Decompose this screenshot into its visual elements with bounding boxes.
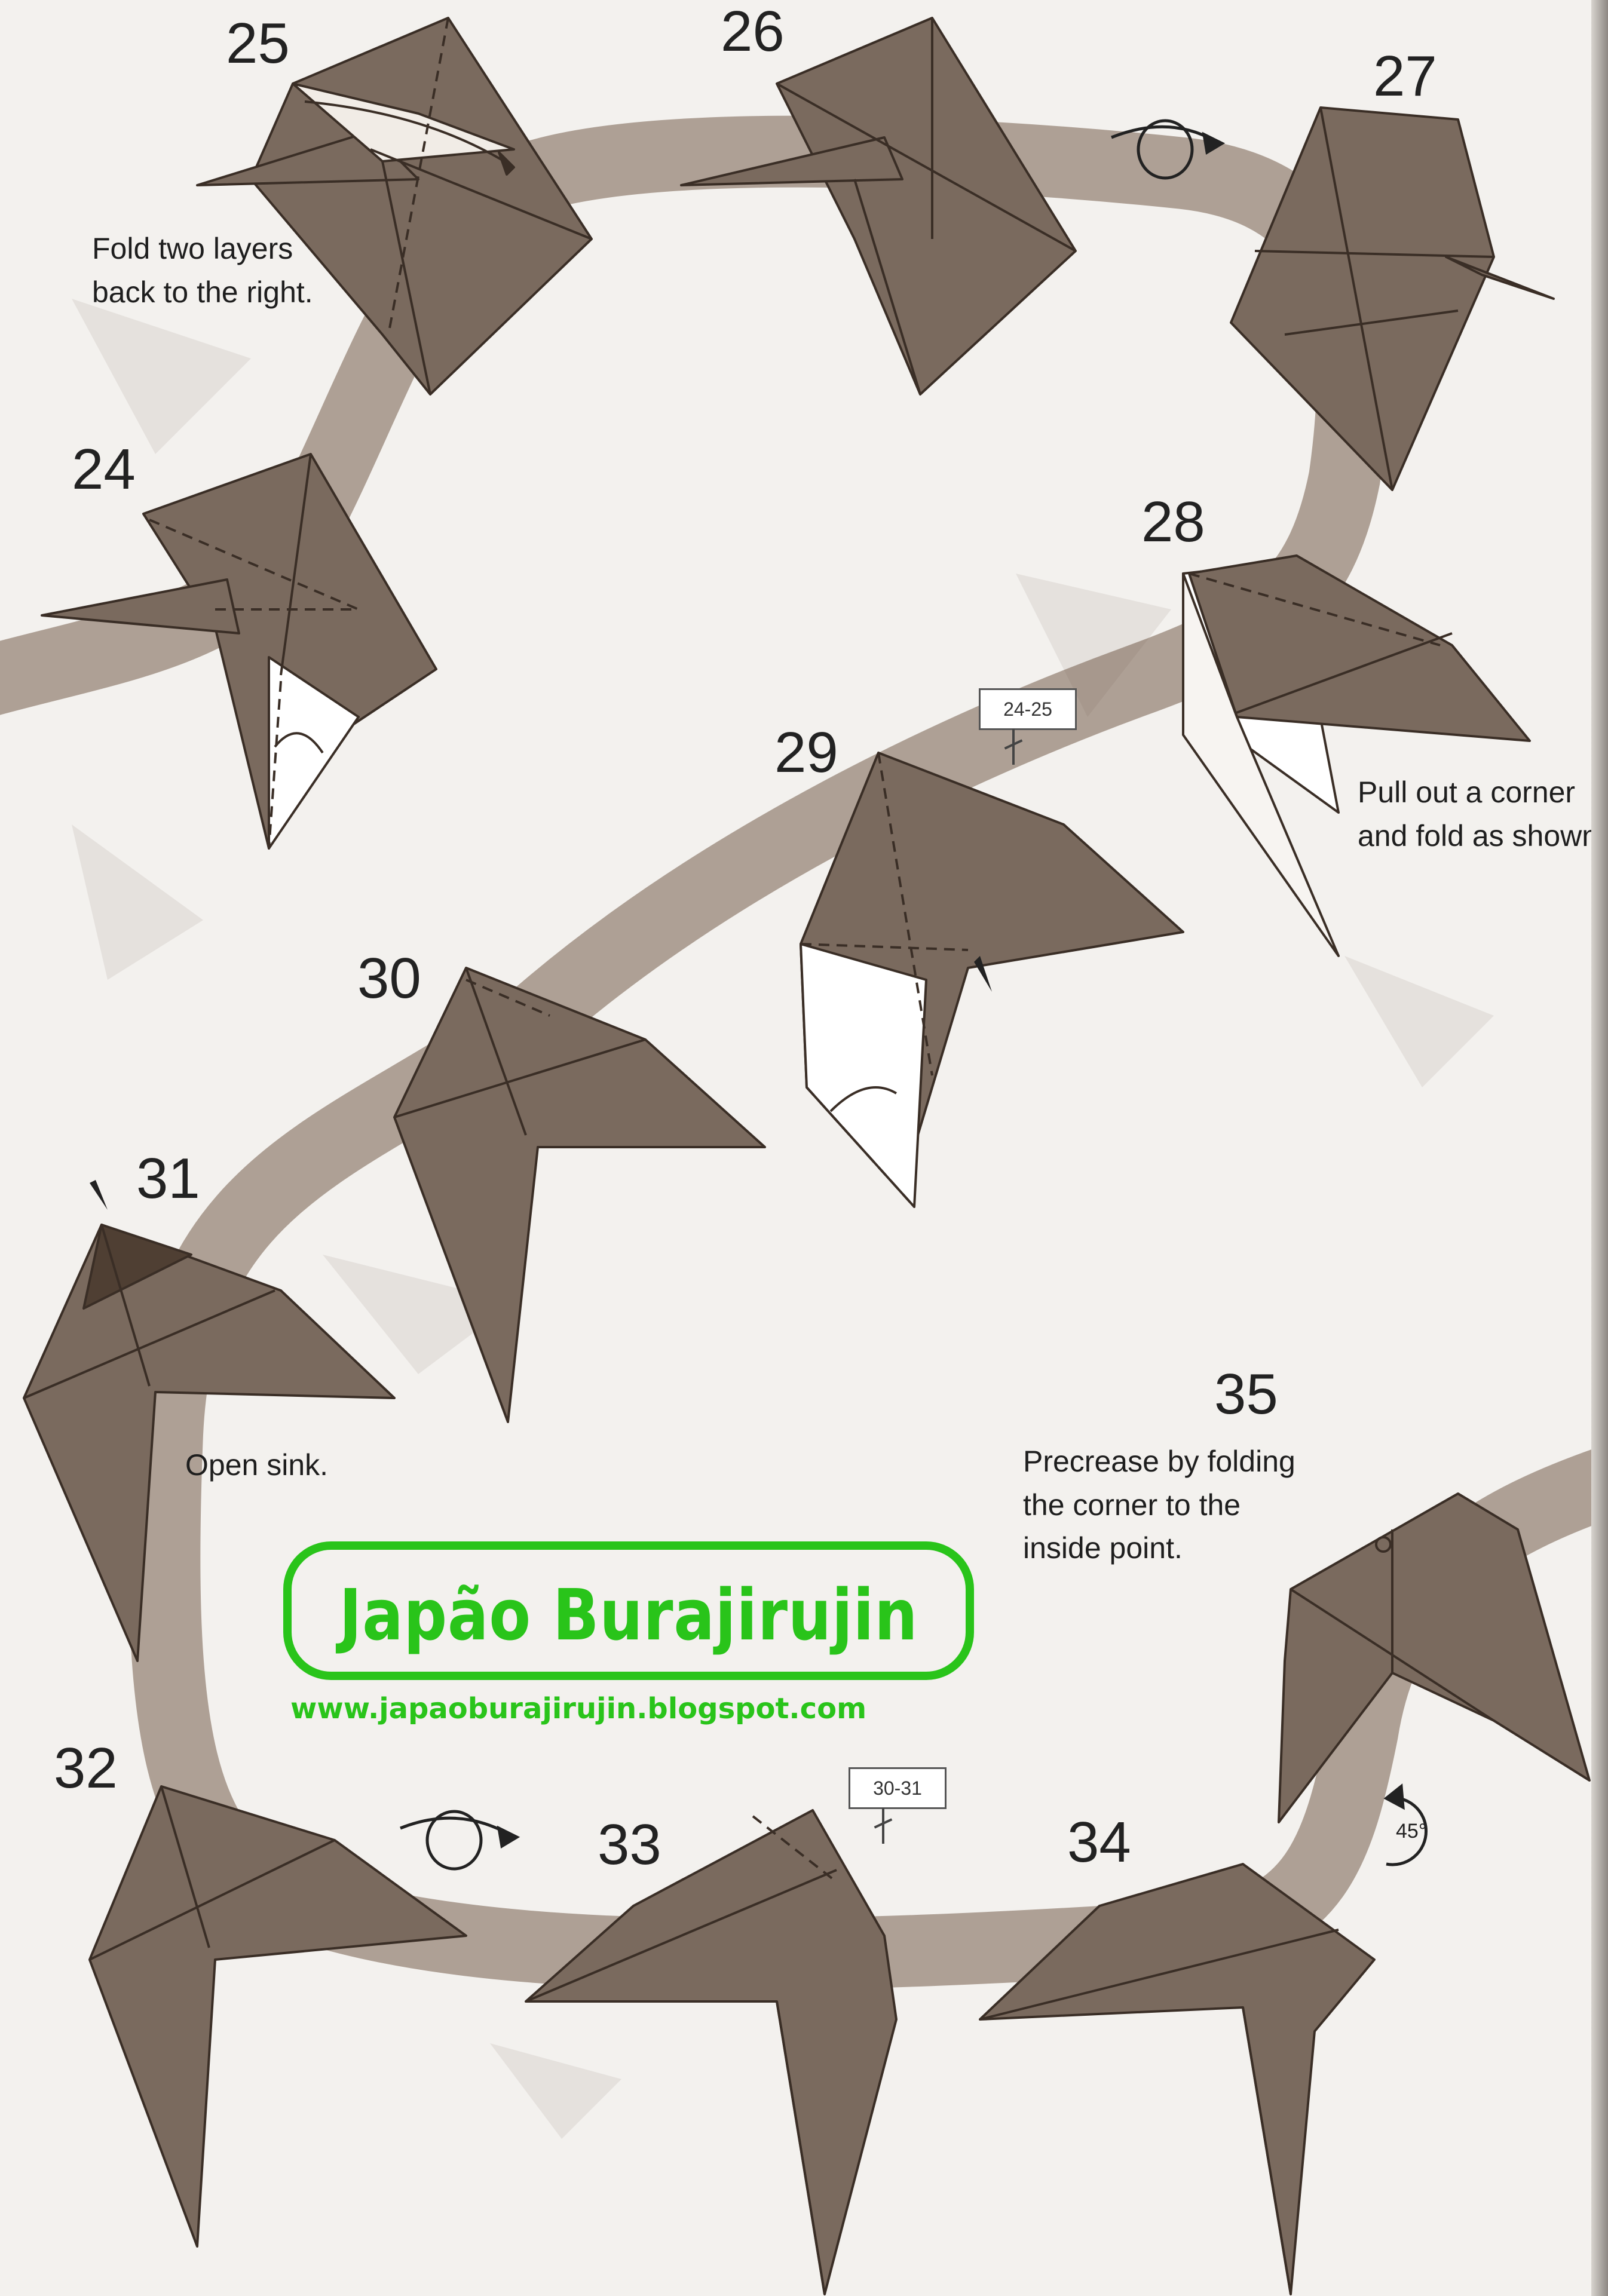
fold-model-step-26 <box>681 18 1076 394</box>
step-number-35: 35 <box>1214 1366 1278 1423</box>
rotation-label: 45° <box>1396 1820 1426 1843</box>
turn-over-symbol-2 <box>400 1811 517 1869</box>
fold-model-step-30 <box>394 968 765 1422</box>
step-number-24: 24 <box>72 441 136 498</box>
caption-line: Pull out a corner <box>1358 771 1607 814</box>
fold-model-step-33 <box>526 1810 896 2294</box>
step-number-34: 34 <box>1067 1814 1131 1871</box>
caption-step-35: Precrease by folding the corner to the i… <box>1023 1440 1295 1570</box>
fold-model-step-28 <box>1183 556 1530 956</box>
step-number-28: 28 <box>1141 493 1205 551</box>
reference-pointer <box>1012 729 1015 765</box>
caption-line: inside point. <box>1023 1526 1295 1570</box>
caption-step-28: Pull out a corner and fold as shown. <box>1358 771 1607 857</box>
step-number-29: 29 <box>774 724 838 781</box>
reference-box-30-31: 30-31 <box>849 1767 947 1809</box>
caption-step-31: Open sink. <box>185 1443 328 1487</box>
fold-model-step-32 <box>90 1786 466 2246</box>
fold-model-step-29 <box>801 753 1183 1207</box>
step-number-31: 31 <box>136 1150 200 1207</box>
caption-step-25: Fold two layers back to the right. <box>92 227 313 314</box>
caption-line: Precrease by folding <box>1023 1440 1295 1483</box>
step-number-33: 33 <box>598 1816 661 1874</box>
caption-line: the corner to the <box>1023 1483 1295 1527</box>
watermark-url: www.japaoburajirujin.blogspot.com <box>290 1692 866 1725</box>
reference-pointer <box>882 1808 884 1844</box>
caption-line: and fold as shown. <box>1358 814 1607 858</box>
step-number-27: 27 <box>1373 48 1437 105</box>
step-number-30: 30 <box>357 950 421 1007</box>
step-number-32: 32 <box>54 1740 118 1797</box>
step-number-26: 26 <box>721 3 785 60</box>
reference-box-24-25: 24-25 <box>979 688 1077 730</box>
step-number-25: 25 <box>226 15 290 72</box>
watermark-title: Japão Burajirujin <box>339 1574 918 1656</box>
caption-line: Fold two layers <box>92 227 313 271</box>
caption-line: back to the right. <box>92 271 313 314</box>
page-edge <box>1591 0 1608 2296</box>
caption-line: Open sink. <box>185 1443 328 1487</box>
watermark-logo: Japão Burajirujin <box>283 1541 974 1680</box>
